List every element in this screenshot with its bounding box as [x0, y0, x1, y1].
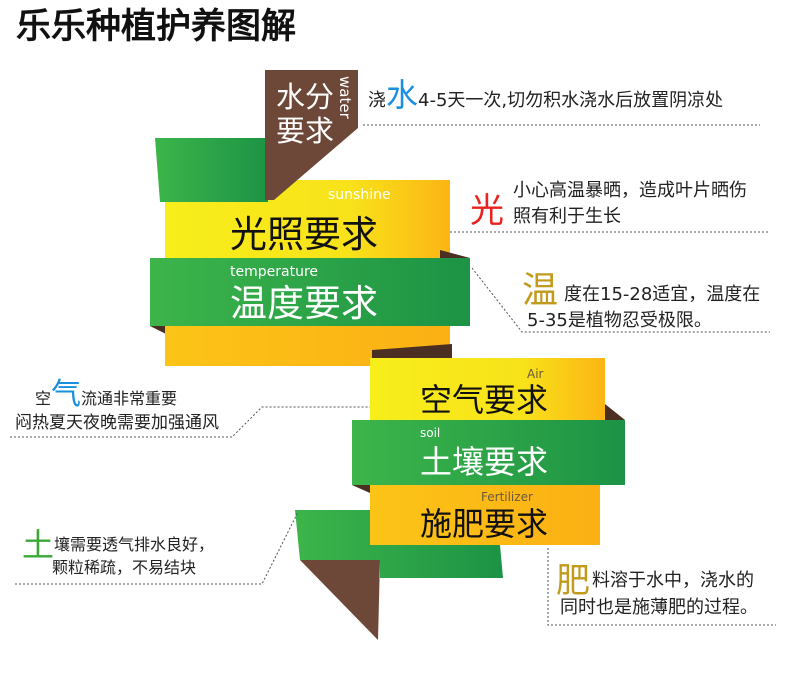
leader-line-fertilizer [547, 548, 776, 626]
water-ribbon [265, 70, 358, 200]
fertilizer-band-label: 施肥要求 [420, 505, 548, 543]
water-note-highlight-char: 水 [386, 76, 418, 114]
water-note-text: 4-5天一次,切勿积水浇水后放置阴凉处 [418, 90, 723, 111]
air-band-en-label: Air [527, 367, 544, 381]
light-note-line1: 小心高温暴晒，造成叶片晒伤 [513, 180, 747, 201]
temperature-note-line2: 5-35是植物忍受极限。 [527, 310, 712, 331]
air-band [370, 358, 605, 420]
air-note-line2: 闷热夏天夜晚需要加强通风 [15, 413, 219, 433]
air-note-highlight-char: 气 [51, 377, 81, 412]
temperature-band-label: 温度要求 [230, 282, 378, 325]
sunshine-band-label: 光照要求 [230, 213, 378, 256]
air-note-highlight: 气 [51, 377, 81, 412]
ribbon-fold-bottom-brown [300, 560, 380, 640]
light-note-line2: 照有利于生长 [513, 206, 621, 227]
ribbon-fold-bottom-green [295, 510, 503, 578]
ribbon-shadow [440, 250, 470, 258]
fertilizer-band [370, 485, 600, 545]
soil-band [352, 420, 625, 485]
water-band-en-label: water [336, 76, 354, 120]
fertilizer-band-en-label: Fertilizer [481, 490, 533, 504]
air-note-prefix: 空 [35, 389, 51, 408]
temperature-note-highlight: 温 [522, 270, 558, 311]
ribbon-shadow [605, 404, 625, 420]
temperature-band [150, 258, 470, 326]
air-note-text: 流通非常重要 [81, 389, 177, 408]
fertilizer-note-highlight: 肥 [556, 561, 590, 601]
water-note: 浇水4-5天一次,切勿积水浇水后放置阴凉处 [368, 76, 723, 114]
light-note-highlight: 光 [470, 191, 504, 231]
temperature-band-en-label: temperature [230, 264, 318, 280]
water-band-label-line1: 水分 [276, 80, 334, 114]
ribbon-shadow [150, 326, 166, 334]
fertilizer-note-line2: 同时也是施薄肥的过程。 [560, 597, 758, 618]
soil-note-line2: 颗粒稀疏，不易结块 [52, 558, 196, 577]
page-title: 乐乐种植护养图解 [16, 7, 296, 47]
air-note-line1: 空气流通非常重要 [35, 377, 177, 412]
temperature-note-line1: 度在15-28适宜，温度在 [564, 284, 760, 305]
fertilizer-note-line1: 料溶于水中，浇水的 [592, 570, 754, 591]
soil-band-en-label: soil [420, 426, 440, 440]
leader-line-temperature [471, 267, 770, 333]
fertilizer-note-highlight-char: 肥 [556, 561, 590, 601]
soil-band-label: 土壤要求 [420, 443, 548, 481]
ribbon-fold-top-green [155, 138, 268, 202]
soil-note-line1: 壤需要透气排水良好， [54, 535, 214, 554]
leader-line-soil [15, 511, 299, 585]
light-note-highlight-char: 光 [470, 191, 504, 231]
air-band-label: 空气要求 [420, 381, 548, 419]
water-note-prefix: 浇 [368, 90, 386, 111]
soil-note-highlight: 土 [22, 526, 54, 564]
temperature-note-highlight-char: 温 [522, 270, 558, 311]
ribbon-shadow [372, 344, 452, 358]
sunshine-band-en-label: sunshine [328, 187, 391, 203]
soil-note-highlight-char: 土 [22, 526, 54, 564]
water-note-highlight: 水 [386, 76, 418, 114]
ribbon-shadow [352, 485, 370, 493]
water-band-label-line2: 要求 [276, 114, 334, 148]
